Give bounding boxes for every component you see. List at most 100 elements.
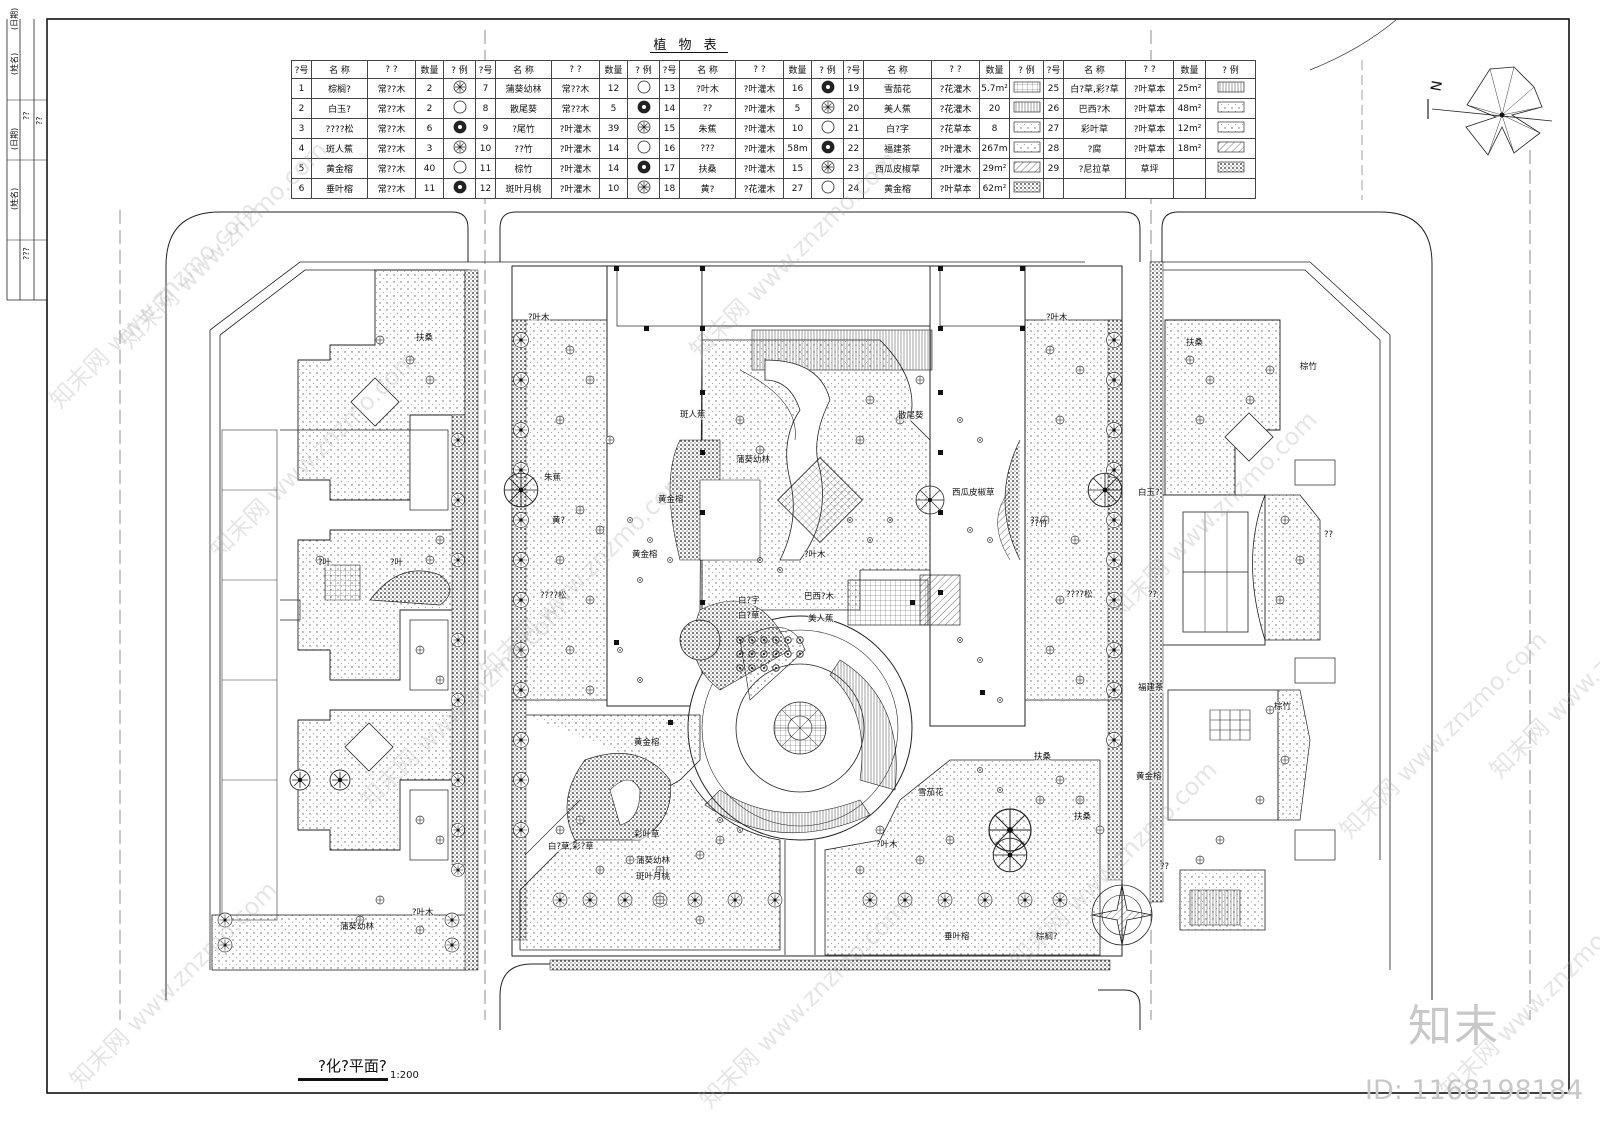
table-cell: 白?草,彩?草 <box>1063 78 1126 99</box>
shrub-symbol <box>1195 855 1205 865</box>
table-header-cell: 名 称 <box>311 60 368 79</box>
table-cell: 39 <box>599 118 628 139</box>
tree-symbol <box>513 732 529 748</box>
tree-symbol <box>451 553 465 567</box>
label-baxi: 巴西?木 <box>804 592 835 602</box>
shrub-symbol <box>945 835 955 845</box>
table-cell: 21 <box>843 118 864 139</box>
table-cell <box>1063 178 1126 199</box>
shrub-symbol <box>555 825 565 835</box>
table-cell <box>627 98 660 119</box>
shrub-symbol <box>625 855 635 865</box>
tree-symbol <box>1106 732 1122 748</box>
tree-symbol <box>451 493 465 507</box>
table-cell: 11 <box>415 178 444 199</box>
table-cell <box>1173 158 1206 179</box>
table-cell <box>1205 138 1256 159</box>
shrub-symbol <box>585 375 595 385</box>
table-cell: ?叶草本 <box>931 178 980 199</box>
table-cell: ?叶灌木 <box>735 98 784 119</box>
shrub-symbol <box>565 645 575 655</box>
table-cell: 23 <box>843 158 864 179</box>
legend-symbol-icon <box>821 100 834 114</box>
street-curbs <box>165 211 1433 1030</box>
shrub-symbol <box>565 345 575 355</box>
tree-symbol <box>767 892 783 908</box>
table-cell: 2 <box>291 98 312 119</box>
table-header-cell: ?号 <box>291 60 312 79</box>
tree-symbol <box>1106 422 1122 438</box>
table-cell: 常??木 <box>367 118 416 139</box>
shrub-symbol <box>1045 645 1055 655</box>
table-cell: ?花灌木 <box>931 98 980 119</box>
table-cell: 15 <box>783 158 812 179</box>
shrub-symbol <box>875 825 885 835</box>
legend-symbol-icon <box>1013 161 1040 173</box>
shrub-symbol <box>1045 345 1055 355</box>
scale-bar <box>298 1078 388 1081</box>
table-cell: 24 <box>843 178 864 199</box>
table-cell: 12 <box>475 178 496 199</box>
label-qq-6: ?叶 <box>390 558 404 568</box>
label-huanggai: 黄? <box>552 516 566 526</box>
table-cell: 4 <box>291 138 312 159</box>
table-cell <box>627 158 660 179</box>
table-cell: 14 <box>599 158 628 179</box>
table-cell: 扶桑 <box>679 158 736 179</box>
shrub-symbol <box>585 595 595 605</box>
table-header-cell: ? ? <box>367 60 416 79</box>
table-header-cell: ?号 <box>475 60 496 79</box>
table-header-cell: 数量 <box>783 60 812 79</box>
table-header-cell: ? ? <box>931 60 980 79</box>
table-cell <box>443 158 476 179</box>
tree-symbol <box>1106 642 1122 658</box>
label-zongzhu-2: 棕竹 <box>1274 702 1292 712</box>
table-cell: 20 <box>979 98 1010 119</box>
table-cell: 15 <box>659 118 680 139</box>
shrub-symbol <box>915 375 925 385</box>
shrub-symbol <box>1075 795 1085 805</box>
label-fusang-2: 扶桑 <box>1186 338 1204 348</box>
tree-symbol <box>513 332 529 348</box>
shrub-symbol <box>1075 675 1085 685</box>
label-baiyu-1: 白玉? <box>1138 488 1160 498</box>
table-header-cell: ? 例 <box>1205 60 1256 79</box>
table-cell <box>443 138 476 159</box>
table-header-cell: 数量 <box>979 60 1010 79</box>
legend-symbol-icon <box>1013 141 1040 153</box>
table-cell <box>627 138 660 159</box>
table-cell: ?? <box>679 98 736 119</box>
table-header-cell: 数量 <box>599 60 628 79</box>
shrub-symbol <box>1265 365 1275 375</box>
id-text: ID: 1168198184 <box>1365 1075 1584 1106</box>
title-block-field: ?? <box>35 116 44 126</box>
table-cell <box>811 98 844 119</box>
table-cell: ?花灌木 <box>931 78 980 99</box>
legend-symbol-icon <box>453 180 466 194</box>
table-cell <box>811 138 844 159</box>
shrub-symbol <box>415 925 425 935</box>
table-cell: 白?字 <box>863 118 932 139</box>
brand-logo: 知末 <box>1408 1001 1500 1052</box>
table-cell: 常??木 <box>551 78 600 99</box>
tree-symbol <box>897 892 913 908</box>
table-header-cell: 名 称 <box>495 60 552 79</box>
legend-symbol-icon <box>821 140 834 154</box>
table-cell: 62m² <box>979 178 1010 199</box>
table-cell: ?花灌木 <box>735 178 784 199</box>
legend-symbol-icon <box>453 100 466 114</box>
table-cell: ?叶灌木 <box>931 138 980 159</box>
title-block-field: (姓名) <box>10 52 19 75</box>
shrub-symbol <box>555 415 565 425</box>
plant-table-title-underline <box>650 52 728 53</box>
table-cell: 16 <box>783 78 812 99</box>
tree-symbol <box>513 372 529 388</box>
tree-symbol <box>513 512 529 528</box>
table-cell <box>1009 118 1044 139</box>
table-cell: ?叶灌木 <box>551 118 600 139</box>
plan-scale: 1:200 <box>390 1070 419 1081</box>
table-header-cell: ? 例 <box>1009 60 1044 79</box>
shrub-symbol <box>1245 395 1255 405</box>
label-baicao-caicao: 白?草,彩?草 <box>548 842 594 852</box>
